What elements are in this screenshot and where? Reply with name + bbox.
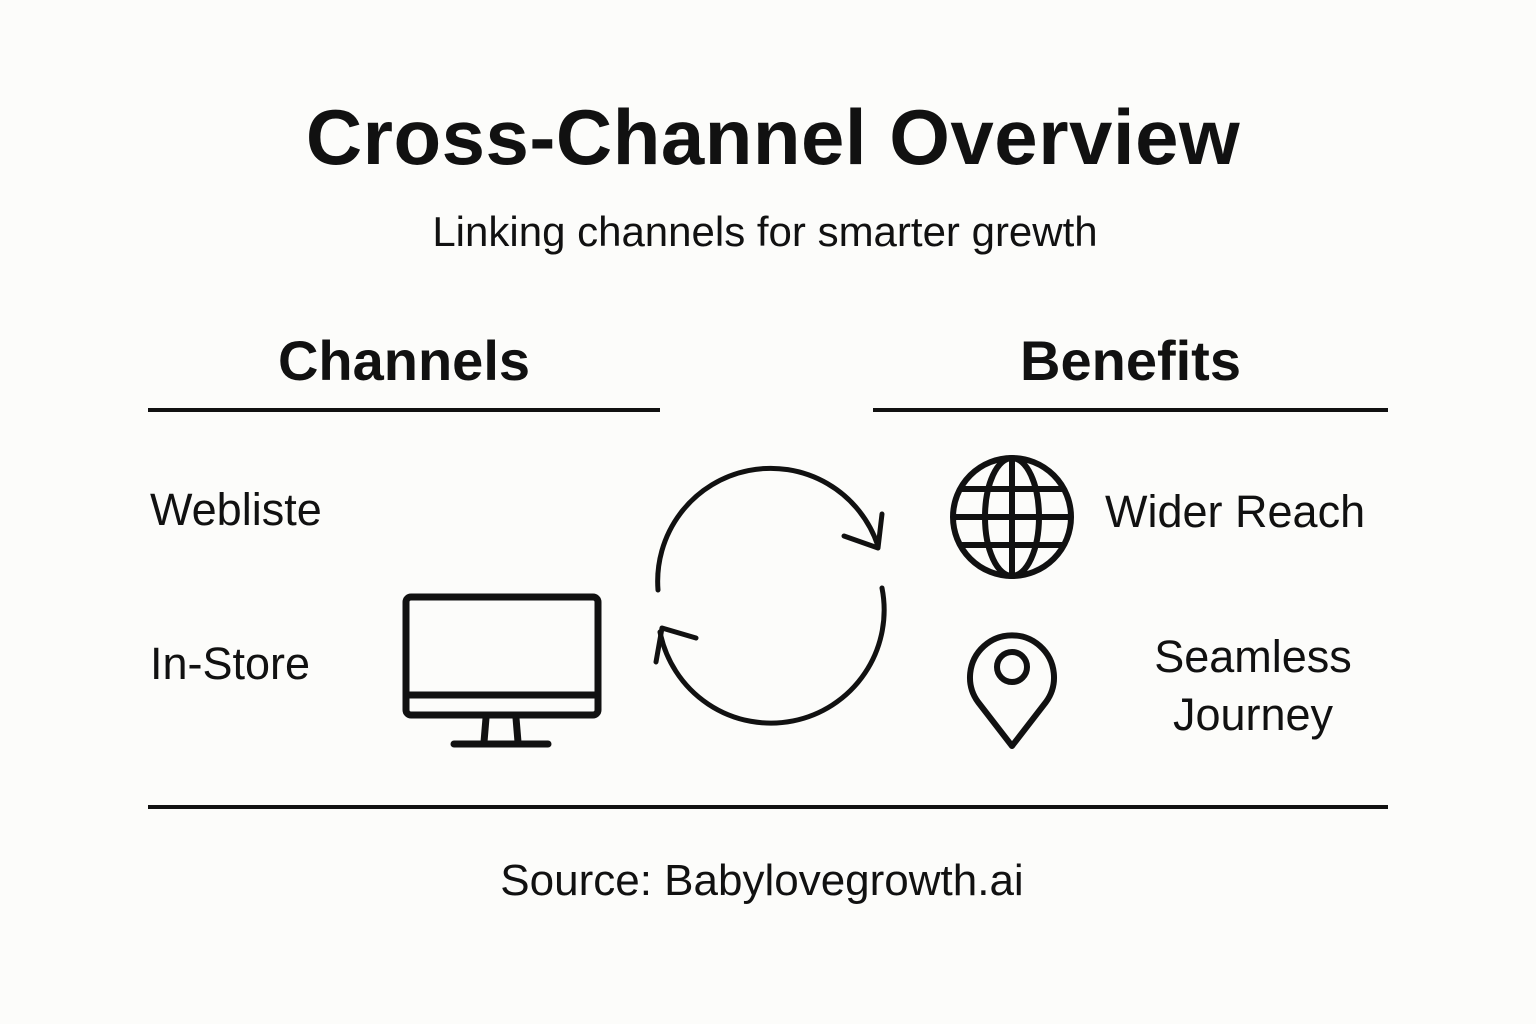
benefits-divider	[873, 408, 1388, 412]
channels-heading: Channels	[277, 329, 531, 392]
channel-item-in-store: In-Store	[150, 638, 311, 689]
subtitle: Linking channels for smarter grewth	[432, 208, 1098, 255]
location-pin-icon	[967, 632, 1057, 749]
benefit-seamless-journey-line2: Journey	[1172, 689, 1334, 740]
page-title: Cross-Channel Overview	[305, 93, 1241, 181]
benefit-seamless-journey: Seamless Journey	[1120, 628, 1386, 744]
benefit-seamless-journey-line1: Seamless	[1154, 631, 1352, 682]
channels-divider	[148, 408, 660, 412]
source-credit: Source: Babylovegrowth.ai	[500, 856, 1024, 905]
channel-item-website: Webliste	[150, 484, 322, 535]
benefits-heading: Benefits	[1020, 329, 1241, 392]
footer-divider	[148, 805, 1388, 809]
monitor-icon	[402, 593, 602, 748]
sync-cycle-icon	[653, 465, 887, 726]
globe-icon	[950, 455, 1074, 579]
benefit-wider-reach: Wider Reach	[1105, 486, 1366, 537]
